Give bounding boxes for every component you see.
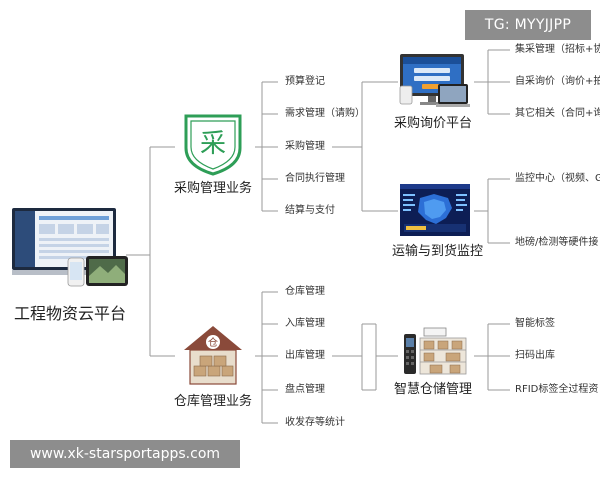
monitoring-item: 监控中心（视频、GP — [515, 173, 600, 184]
warehouse-title: 仓库管理业务 — [174, 394, 253, 409]
website-watermark-overlay: www.xk-starsportapps.com — [10, 440, 240, 468]
inquiry-item: 自采询价（询价+拍 — [515, 76, 600, 87]
warehouse-item: 入库管理 — [285, 318, 325, 329]
warehouse-house-icon: 仓 — [184, 326, 242, 385]
procurement-item: 合同执行管理 — [285, 173, 345, 184]
warehouse-icon-char: 仓 — [208, 336, 218, 349]
inquiry-title: 采购询价平台 — [394, 116, 473, 131]
inquiry-item: 集采管理（招标+协 — [515, 44, 600, 55]
smart-storage-title: 智慧仓储管理 — [394, 382, 473, 397]
smart-storage-item: RFID标签全过程资 — [515, 384, 599, 395]
telegram-handle-overlay: TG: MYYJJPP — [465, 10, 591, 40]
cloud-platform-devices-icon — [12, 208, 128, 287]
procurement-item: 采购管理 — [285, 141, 325, 152]
inquiry-platform-monitor-icon — [399, 54, 470, 107]
warehouse-item: 盘点管理 — [285, 384, 325, 395]
procurement-icon-char: 采 — [200, 129, 226, 159]
monitoring-title: 运输与到货监控 — [392, 244, 484, 259]
smart-storage-scanner-icon — [404, 327, 467, 375]
warehouse-item: 收发存等统计 — [285, 417, 345, 428]
monitoring-dashboard-map-icon — [400, 184, 470, 236]
warehouse-item: 仓库管理 — [285, 286, 325, 297]
procurement-item: 结算与支付 — [285, 205, 335, 216]
smart-storage-item: 智能标签 — [515, 318, 555, 329]
warehouse-item: 出库管理 — [285, 350, 325, 361]
platform-label: 工程物资云平台 — [14, 304, 127, 323]
procurement-item: 需求管理（请购） — [285, 108, 365, 119]
smart-storage-item: 扫码出库 — [515, 350, 555, 361]
inquiry-item: 其它相关（合同+询 — [515, 108, 600, 119]
procurement-item: 预算登记 — [285, 76, 325, 87]
procurement-shield-icon: 采 — [184, 114, 242, 176]
monitoring-item: 地磅/检测等硬件接 — [515, 237, 599, 248]
procurement-title: 采购管理业务 — [174, 181, 253, 196]
